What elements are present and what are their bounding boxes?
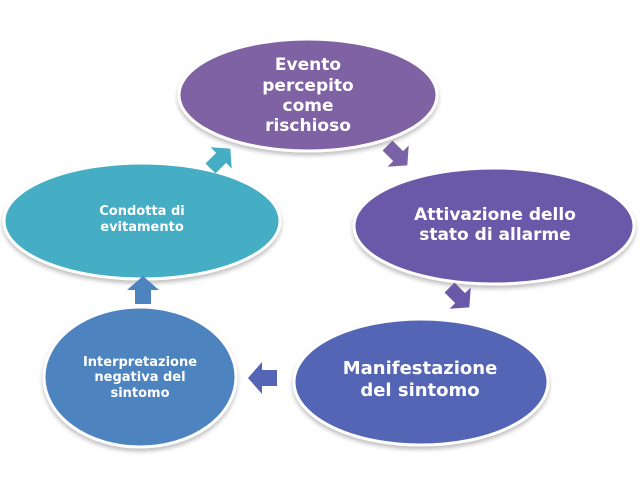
node-ellipse-evento — [177, 37, 439, 153]
node-ellipse-interpretazione — [42, 305, 238, 449]
arrow-icon-left — [127, 276, 159, 304]
arrow-icon-bottom — [248, 362, 277, 394]
node-label-condotta: Condotta di evitamento — [99, 204, 185, 235]
node-ellipse-manifestazione — [292, 317, 550, 447]
node-label-evento: Evento percepito come rischioso — [262, 55, 354, 137]
arrow-icon-right — [444, 282, 471, 309]
arrow-icon-top-right — [382, 140, 409, 167]
node-label-interpretazione: Interpretazione negativa del sintomo — [82, 354, 198, 401]
node-ellipse-attivazione — [352, 166, 636, 286]
arrow-icon-top-left — [205, 147, 232, 174]
node-label-attivazione: Attivazione dello stato di allarme — [414, 204, 576, 245]
node-label-manifestazione: Manifestazione del sintomo — [342, 358, 498, 401]
